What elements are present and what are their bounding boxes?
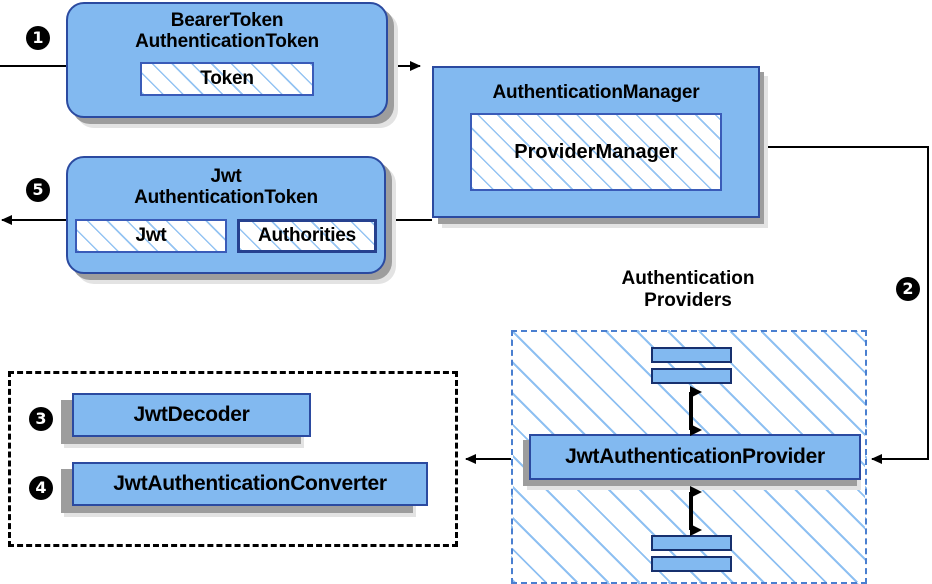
jwt-authentication-token-box[interactable]: Jwt AuthenticationToken Jwt Authorities [66,156,386,274]
jwt-slot: Jwt [75,218,227,253]
jwt-token-slot-row: Jwt Authorities [75,218,377,253]
authorities-slot: Authorities [237,218,377,253]
jwt-authentication-converter-title: JwtAuthenticationConverter [113,472,387,495]
jwt-decoder-title: JwtDecoder [133,403,250,426]
authorities-slot-label: Authorities [257,224,357,246]
jwt-token-title-line2: AuthenticationToken [134,187,318,209]
decoder-converter-group [8,371,458,547]
provider-placeholder-bar-top-1 [651,347,732,363]
bearer-token-title-line2: AuthenticationToken [135,31,319,53]
authentication-providers-label-line1: Authentication [621,268,755,289]
bearer-token-title-line1: BearerToken [170,10,284,31]
step-badge-2: 2 [896,277,920,301]
jwt-authentication-provider-box[interactable]: JwtAuthenticationProvider [529,434,861,480]
step-badge-1-label: 1 [32,28,44,47]
jwt-slot-label: Jwt [135,224,167,246]
token-slot-label: Token [200,67,254,89]
authentication-manager-box[interactable]: AuthenticationManager ProviderManager [432,66,760,218]
step-badge-5-label: 5 [32,180,44,199]
step-badge-2-label: 2 [902,279,914,298]
step-badge-3-label: 3 [35,409,47,428]
provider-placeholder-bar-bottom-1 [651,535,732,551]
provider-placeholder-bar-top-2 [651,368,732,384]
jwt-token-title-line1: Jwt [210,166,242,187]
bearer-token-title: BearerToken AuthenticationToken [135,10,319,53]
provider-placeholder-bar-bottom-2 [651,556,732,572]
step-badge-4-label: 4 [35,478,47,497]
authentication-providers-label-line2: Providers [644,289,732,311]
bearer-token-authentication-token-box[interactable]: BearerToken AuthenticationToken Token [66,2,388,118]
authentication-providers-label: Authentication Providers [588,268,788,312]
step-badge-4: 4 [29,476,53,500]
step-badge-5: 5 [26,178,50,202]
token-slot: Token [140,61,314,96]
step-badge-3: 3 [29,407,53,431]
jwt-token-title: Jwt AuthenticationToken [134,166,318,209]
step-badge-1: 1 [26,26,50,50]
authentication-manager-title: AuthenticationManager [492,82,700,103]
provider-manager-slot: ProviderManager [470,113,722,192]
provider-manager-label: ProviderManager [514,140,678,163]
jwt-authentication-converter-box[interactable]: JwtAuthenticationConverter [72,462,428,506]
jwt-decoder-box[interactable]: JwtDecoder [72,393,311,437]
jwt-authentication-provider-title: JwtAuthenticationProvider [565,445,825,468]
